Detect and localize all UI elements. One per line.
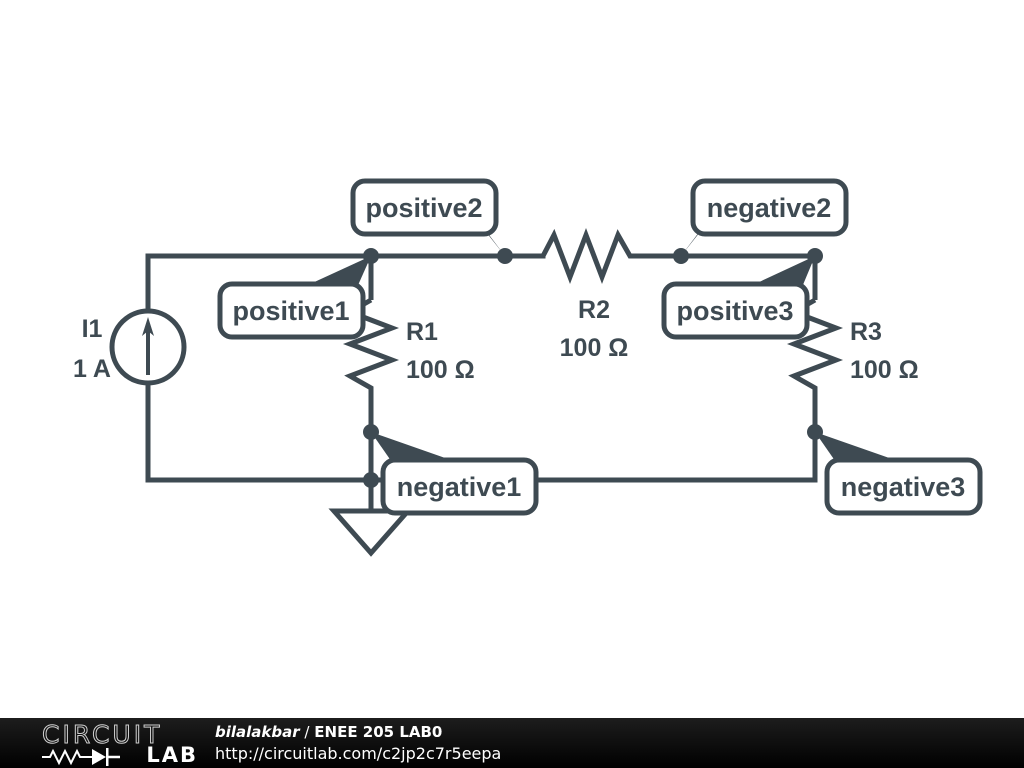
callout-positive3-box (661, 281, 810, 340)
footer-credit-line: bilalakbar / ENEE 205 LAB0 (215, 722, 442, 743)
callout-negative2[interactable]: negative2 (690, 178, 849, 237)
callout-negative2-label: negative2 (707, 193, 832, 223)
callout-positive2-box (350, 178, 499, 237)
callout-positive3-label: positive3 (676, 296, 793, 326)
junction-dot-negative3 (807, 424, 823, 440)
current-source-value: 1 A (73, 355, 111, 383)
junction-dot-positive3 (807, 248, 823, 264)
callout-negative1-label: negative1 (397, 472, 522, 502)
resistor-r3-name: R3 (850, 318, 882, 346)
logo-circuit-word: CIRCUIT (41, 720, 163, 749)
callout-negative3-box (824, 457, 983, 516)
callout-positive2[interactable]: positive2 (350, 178, 499, 237)
current-source-name: I1 (82, 315, 103, 343)
component-current-source-i1[interactable]: I1 1 A (73, 308, 187, 386)
circuitlab-logo[interactable]: CIRCUIT LAB (38, 721, 198, 767)
footer-separator: / (304, 723, 310, 741)
junction-dot-negative2 (673, 248, 689, 264)
resistor-diode-icon (42, 748, 120, 766)
resistor-r3-value: 100 Ω (850, 356, 919, 384)
callout-positive2-label: positive2 (365, 193, 482, 223)
footer-project-name: ENEE 205 LAB0 (314, 723, 443, 741)
logo-lab-word: LAB (146, 743, 198, 767)
callout-negative3[interactable]: negative3 (824, 457, 983, 516)
callout-positive1-label: positive1 (232, 296, 349, 326)
footer-bar: CIRCUIT LAB bilalakbar / ENEE 205 LAB0 h… (0, 718, 1024, 768)
resistor-r2-zigzag (540, 227, 645, 285)
junction-dot-group (363, 248, 823, 488)
callout-positive1[interactable]: positive1 (217, 281, 366, 340)
junction-dot-negative1 (363, 424, 379, 440)
callout-positive1-box (217, 281, 366, 340)
junction-dot-ground (363, 472, 379, 488)
callout-positive3[interactable]: positive3 (661, 281, 810, 340)
component-resistor-r2[interactable]: R2 100 Ω (540, 227, 645, 362)
component-ground[interactable] (328, 508, 414, 557)
current-source-arrow-head (142, 317, 154, 336)
resistor-r2-name: R2 (578, 296, 610, 324)
resistor-r1-name: R1 (406, 318, 438, 346)
callout-negative1-box (380, 457, 539, 516)
callout-negative1[interactable]: negative1 (380, 457, 539, 516)
junction-dot-positive1 (363, 248, 379, 264)
footer-username: bilalakbar (215, 723, 300, 741)
callout-negative2-box (690, 178, 849, 237)
component-resistor-r3[interactable]: R3 100 Ω (786, 256, 919, 432)
resistor-r2-value: 100 Ω (560, 334, 629, 362)
ground-triangle (328, 508, 414, 557)
junction-dot-positive2 (497, 248, 513, 264)
component-resistor-r1[interactable]: R1 100 Ω (342, 256, 475, 432)
resistor-r1-value: 100 Ω (406, 356, 475, 384)
callout-negative3-label: negative3 (841, 472, 966, 502)
footer-url[interactable]: http://circuitlab.com/c2jp2c7r5eepa (215, 744, 502, 763)
